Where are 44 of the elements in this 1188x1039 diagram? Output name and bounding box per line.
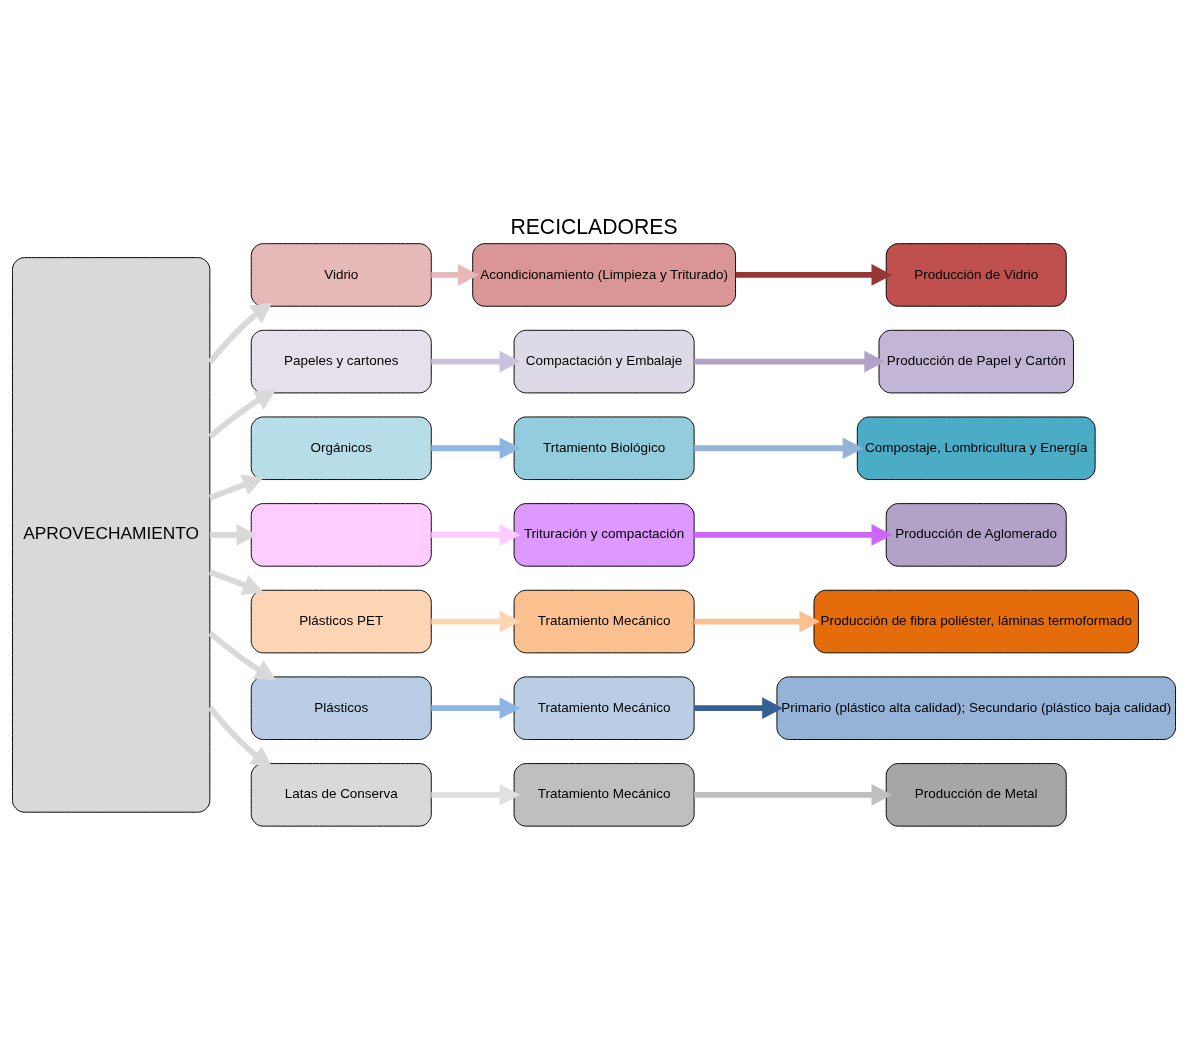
node-box: Producción de Metal [885, 763, 1067, 827]
node-box [250, 503, 432, 567]
node-box: Acondicionamiento (Limpieza y Triturado) [472, 243, 736, 307]
node-box: Trituración y compactación [513, 503, 695, 567]
node-box: Producción de Aglomerado [885, 503, 1067, 567]
arrow [694, 697, 783, 720]
arrow [207, 302, 273, 365]
arrow [208, 389, 276, 439]
arrow [694, 437, 864, 460]
arrow [431, 610, 521, 633]
diagram-title: RECICLADORES [510, 214, 678, 238]
arrow [431, 437, 521, 460]
node-box: Vidrio [250, 243, 432, 307]
node-box: Compactación y Embalaje [513, 329, 695, 394]
node-box: APROVECHAMIENTO [12, 257, 211, 813]
node-box: Trtamiento Biológico [513, 416, 695, 481]
node-box: Tratamiento Mecánico [513, 763, 695, 827]
node-box: Latas de Conserva [250, 763, 432, 827]
arrow [431, 784, 521, 806]
arrow [694, 524, 893, 546]
node-box: Producción de fibra poliéster, láminas termoformado [813, 589, 1139, 654]
node-box: Orgánicos [250, 416, 432, 481]
arrow [209, 524, 258, 546]
node-box: Plásticos PET [250, 589, 432, 654]
node-box: Producción de Vidrio [885, 243, 1067, 307]
arrow [694, 610, 821, 633]
node-box: Tratamiento Mecánico [513, 676, 695, 740]
node-box: Plásticos [250, 676, 432, 740]
arrow [694, 784, 893, 806]
arrow [208, 474, 264, 501]
arrow [431, 350, 521, 373]
node-box: Primario (plástico alta calidad); Secundario (plástico baja calidad) [776, 676, 1176, 740]
arrow [431, 697, 521, 720]
arrow [431, 524, 521, 546]
node-box: Producción de Papel y Cartón [878, 329, 1074, 394]
arrow [207, 705, 273, 768]
arrow [208, 569, 264, 596]
arrow [208, 630, 276, 680]
node-box: Tratamiento Mecánico [513, 589, 695, 654]
arrow [694, 350, 885, 373]
arrow [735, 264, 893, 286]
node-box: Compostaje, Lombricultura y Energía [856, 416, 1096, 481]
arrow [431, 264, 479, 286]
node-box: Papeles y cartones [250, 329, 432, 394]
